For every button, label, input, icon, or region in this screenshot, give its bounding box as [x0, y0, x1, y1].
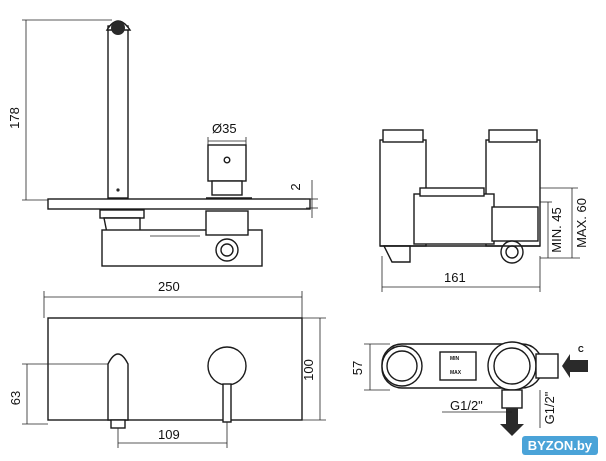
top-view: MIN MAX C 57 G1/2" G1/2": [350, 341, 588, 436]
spout-tip: [111, 21, 125, 35]
top-left-port: [381, 345, 423, 387]
dim-min-45: MIN. 45: [549, 207, 564, 253]
outlet-arrow: [500, 408, 524, 436]
box-view: 161 MIN. 45 MAX. 60: [379, 129, 589, 292]
wall-plate: [47, 198, 311, 210]
dim-diameter-35: Ø35: [212, 121, 237, 136]
side-view: 178 Ø35 2: [7, 19, 318, 267]
watermark-logo: BYZON.by: [521, 436, 598, 455]
cover-plate: [47, 317, 303, 421]
front-view: 250 100 63 109: [8, 279, 326, 448]
inlet-label: C: [578, 345, 584, 354]
outlet-connector: [500, 240, 524, 264]
dim-height-178: 178: [7, 107, 22, 129]
dim-width-250: 250: [158, 279, 180, 294]
dim-width-109: 109: [158, 427, 180, 442]
thread-horizontal: G1/2": [450, 398, 483, 413]
top-right-port: [487, 341, 537, 391]
dim-height-100: 100: [301, 359, 316, 381]
inlet-arrow: [562, 354, 588, 378]
connector: [215, 238, 239, 262]
valve-body: [413, 193, 495, 245]
thread-vertical: G1/2": [542, 391, 557, 424]
dim-height-63: 63: [8, 391, 23, 405]
dim-height-57: 57: [350, 361, 365, 375]
dim-width-161: 161: [444, 270, 466, 285]
spout-front: [107, 353, 129, 421]
valve-label-min: MIN: [450, 356, 460, 362]
dim-max-60: MAX. 60: [574, 198, 589, 248]
valve-label-max: MAX: [450, 370, 462, 376]
handle-front: [207, 346, 247, 386]
dim-thickness-2: 2: [288, 183, 303, 190]
spout: [107, 25, 129, 199]
